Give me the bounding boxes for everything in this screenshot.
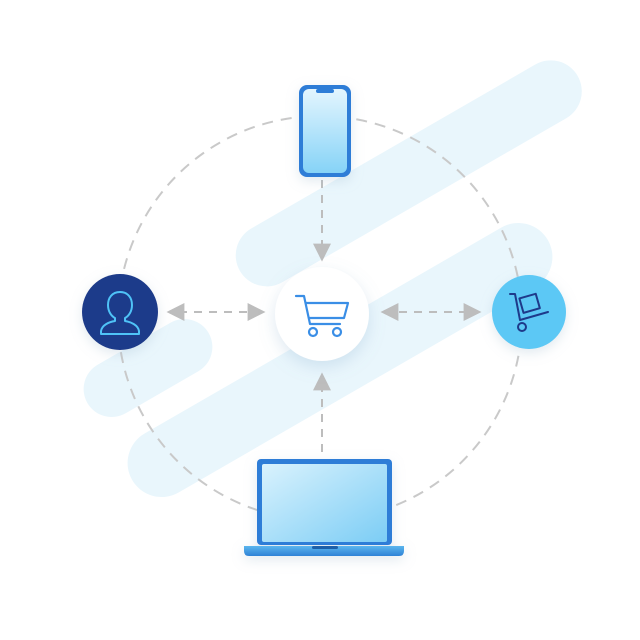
customer-node (82, 274, 158, 350)
hand-truck-box-icon (509, 292, 549, 332)
delivery-node (492, 275, 566, 349)
shopping-cart-icon (294, 294, 350, 338)
laptop-icon (244, 459, 404, 556)
background-stripe (83, 319, 213, 417)
user-silhouette-icon (100, 291, 140, 335)
background-stripe (127, 223, 553, 497)
cart-node (275, 267, 369, 361)
connectors (166, 180, 482, 452)
smartphone-icon (299, 85, 351, 177)
